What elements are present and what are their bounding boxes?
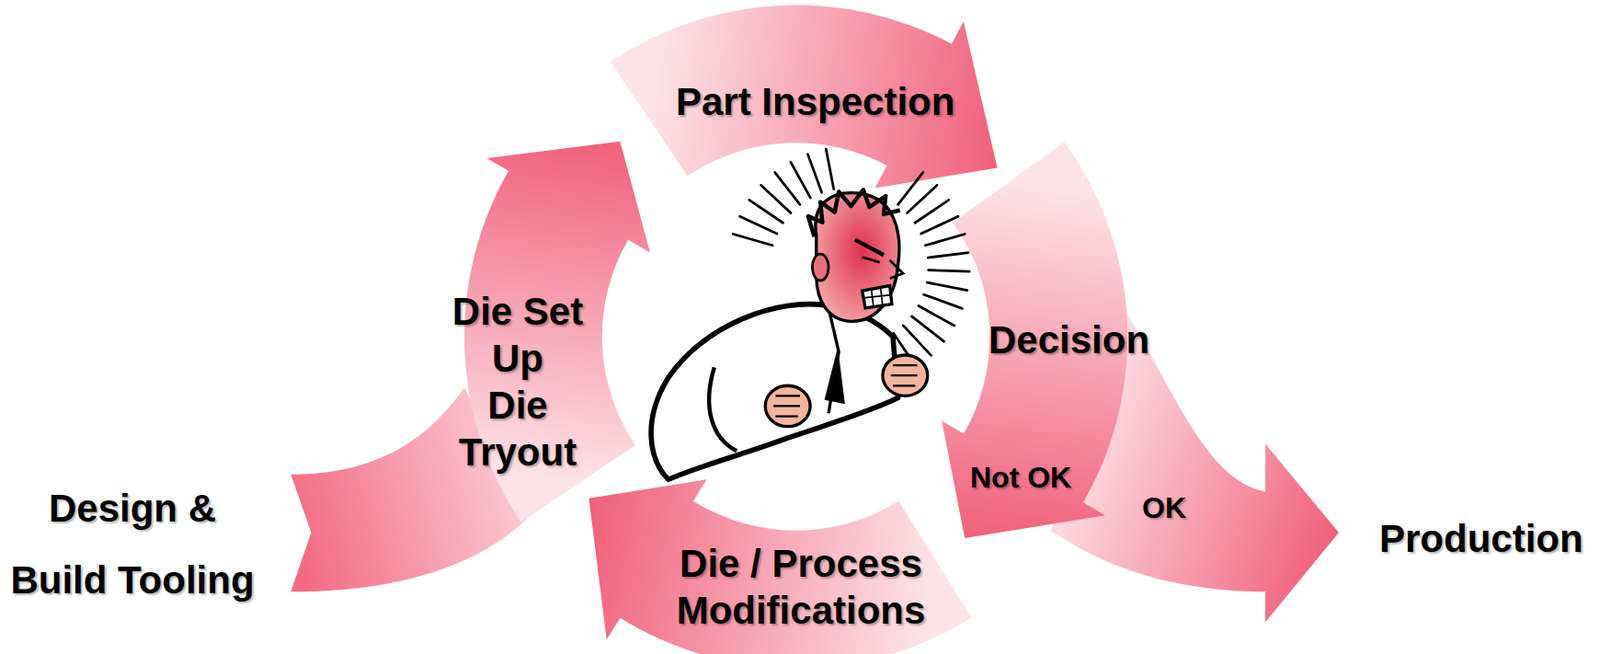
anger-ray [732,234,773,246]
flow-label: Design & Build Tooling [2,472,263,617]
left-fingers [773,395,800,416]
left-fist [765,385,811,426]
anger-ray [925,234,965,246]
stage-text: Part Inspection [675,79,955,126]
anger-ray [927,252,969,258]
anger-ray [760,184,790,213]
anger-ray [924,294,963,309]
anger-ray [914,199,949,223]
anger-ray [898,171,924,205]
stage-text: Die Tryout [448,381,587,476]
man-eye [862,257,880,263]
anger-ray [807,154,822,194]
flow-label: OK [1142,490,1187,526]
stage-text: Die Set Up [448,287,587,382]
man-brow [855,240,884,256]
man-body [651,304,898,480]
anger-ray [902,325,931,355]
stage-band: Die / Process Modifications [662,539,939,634]
anger-ray [749,199,784,223]
cycle-arrow-band [610,5,998,189]
cycle-arrow-band [588,479,972,654]
man-teeth [863,287,892,308]
anger-ray [928,270,970,273]
flow-label-text: Not OK [970,459,1072,495]
stage-text: Decision [988,317,1150,364]
anger-ray [740,216,778,234]
man-mouth [862,285,892,309]
flow-label-text: Design & Build Tooling [2,472,263,617]
anger-ray [907,184,938,213]
right-fingers [891,365,918,386]
anger-ray [918,306,955,327]
flow-label-text: OK [1142,490,1187,526]
man-tie [824,346,846,404]
stage-band: Die Set UpDie Tryout [448,287,587,476]
flow-label: Production [1379,515,1584,562]
anger-ray [911,316,944,342]
man-nose [890,260,903,279]
right-fist [882,354,928,396]
anger-ray [825,148,834,190]
man-ear [811,253,829,281]
anger-ray [775,171,800,205]
stage-band: Decision [988,317,1150,364]
stage-band: Part Inspection [675,79,955,126]
stage-text: Die / Process Modifications [662,539,939,634]
flow-label: Not OK [970,459,1072,495]
anger-ray [790,161,812,198]
anger-ray [921,216,959,234]
angry-man [651,189,928,480]
man-hair [808,189,901,237]
man-arm [708,366,737,451]
flow-label-text: Production [1379,515,1584,562]
anger-ray [926,282,968,290]
